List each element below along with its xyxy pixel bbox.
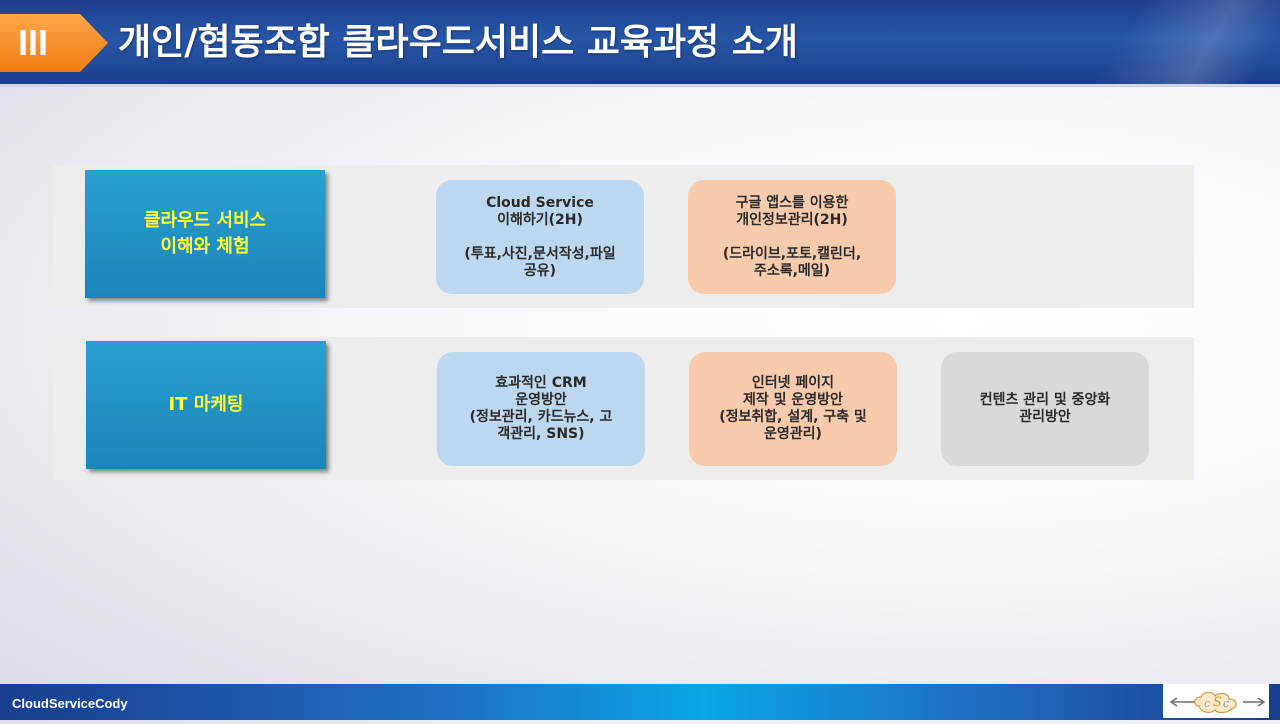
category-box-it-marketing: IT 마케팅 (86, 341, 326, 469)
page-title: 개인/협동조합 클라우드서비스 교육과정 소개 (118, 22, 799, 63)
slide-footer: CloudServiceCody (0, 684, 1280, 720)
svg-text:S: S (1213, 695, 1222, 710)
footer-brand: CloudServiceCody (12, 696, 128, 711)
course-card-content-management: 컨텐츠 관리 및 중앙화 관리방안 (941, 352, 1149, 466)
slide-header: III 개인/협동조합 클라우드서비스 교육과정 소개 (0, 0, 1280, 87)
course-card-web-page: 인터넷 페이지 제작 및 운영방안 (정보취합, 설계, 구축 및 운영관리) (689, 352, 897, 466)
course-card-google-apps: 구글 앱스를 이용한 개인정보관리(2H) (드라이브,포토,캘린더, 주소록,… (688, 180, 896, 294)
course-card-cloud-service: Cloud Service 이해하기(2H) (투표,사진,문서작성,파일 공유… (436, 180, 644, 294)
category-box-cloud: 클라우드 서비스 이해와 체험 (85, 170, 325, 298)
section-panel-cloud: 클라우드 서비스 이해와 체험 Cloud Service 이해하기(2H) (… (54, 165, 1194, 308)
svg-text:c: c (1204, 697, 1210, 710)
cloud-logo-icon: c S c (1163, 684, 1269, 718)
course-card-crm: 효과적인 CRM 운영방안 (정보관리, 카드뉴스, 고 객관리, SNS) (437, 352, 645, 466)
section-number-badge: III (0, 14, 108, 72)
svg-text:c: c (1223, 697, 1229, 710)
section-panel-it-marketing: IT 마케팅 효과적인 CRM 운영방안 (정보관리, 카드뉴스, 고 객관리,… (54, 337, 1194, 480)
